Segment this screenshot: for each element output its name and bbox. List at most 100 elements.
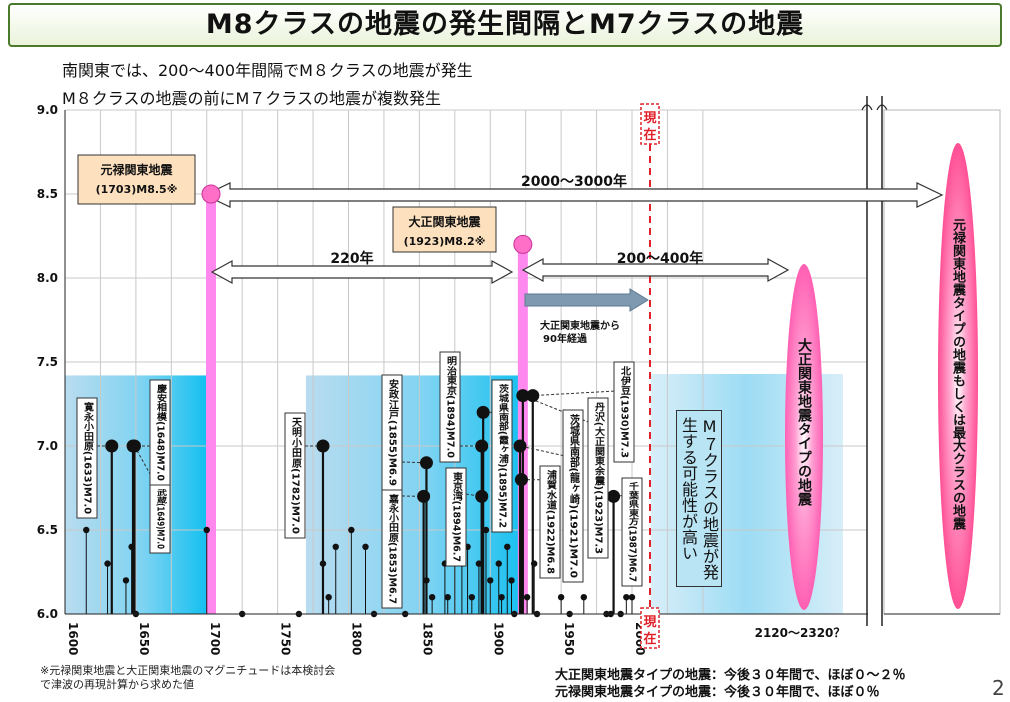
event-label: 東京湾(1894)M6.7 <box>451 471 463 562</box>
m8-callout-box <box>392 206 497 253</box>
x-tick-1900: 1900 <box>491 622 505 655</box>
interval-arrows <box>203 182 944 312</box>
event-point-small <box>348 526 355 534</box>
event-point-small <box>508 577 515 584</box>
event-label: 武蔵(1649)M7.0 <box>155 488 167 549</box>
page-number: 2 <box>992 676 1005 700</box>
event-point-small <box>495 560 502 567</box>
event-label: 北伊豆(1930)M7.3 <box>619 365 632 458</box>
event-point-small <box>332 543 339 550</box>
event-label: 浦賀水道(1922)M6.8 <box>545 469 558 574</box>
event-label-box <box>491 379 513 533</box>
event-label-box <box>562 409 584 583</box>
event-point-major <box>607 489 621 503</box>
event-label-box <box>621 477 643 587</box>
x-tick-1850: 1850 <box>420 622 434 655</box>
x-tick-1600: 1600 <box>66 622 80 655</box>
event-point-major <box>475 489 489 503</box>
event-point-small <box>475 560 483 567</box>
now-box-bottom <box>640 607 660 649</box>
y-tick-8: 8.0 <box>37 271 58 285</box>
event-point-major <box>516 389 530 403</box>
elapsed-label-line: 90年経過 <box>543 332 588 345</box>
taisho-type-text: 大正関東地震タイプの地震 <box>796 338 812 506</box>
event-point-small <box>83 526 90 534</box>
event-label-box <box>149 484 171 554</box>
event-point-small <box>487 577 494 584</box>
event-label-box <box>381 489 403 609</box>
event-point-major <box>526 389 540 403</box>
event-point-small <box>104 560 111 567</box>
event-point-small <box>203 526 210 534</box>
outlook-line-2: 元禄関東地震タイプの地震：今後３０年間で、ほぼ０％ <box>555 685 880 700</box>
event-label: 寛永小田原(1633)M7.0 <box>82 401 95 514</box>
event-label: 茨城県南部(龍ヶ崎)(1921)M7.0 <box>568 413 580 578</box>
event-point-major <box>127 439 141 453</box>
title-bar: M8クラスの地震の発生間隔とM7クラスの地震 <box>8 3 1002 47</box>
m8-callout-box <box>77 154 196 205</box>
event-label-box <box>587 397 609 559</box>
now-box-top <box>640 103 660 145</box>
y-tick-6: 6.0 <box>37 607 58 621</box>
event-point-small <box>128 543 135 550</box>
y-tick-7.5: 7.5 <box>37 355 58 369</box>
m7-possible-text: M７クラスの地震が発生する可能性が高い <box>679 417 719 580</box>
m8-callout-name: 大正関東地震 <box>408 214 481 229</box>
event-point-small <box>444 594 451 601</box>
m8-callout-sub: (1703)M8.5※ <box>96 183 178 196</box>
taisho-type-ellipse <box>785 264 823 610</box>
event-point-small <box>498 594 505 601</box>
event-label-box <box>439 351 461 463</box>
event-point-small <box>628 594 636 601</box>
event-point-major <box>513 439 527 453</box>
event-point-major <box>476 405 490 419</box>
elapsed-label-line: 大正関東地震から <box>540 319 620 332</box>
event-points <box>83 389 636 618</box>
y-tick-7: 7.0 <box>37 439 58 453</box>
axis-break <box>861 96 888 626</box>
event-point-small <box>325 594 332 601</box>
event-label-box <box>284 412 306 539</box>
probability-outlook: 大正関東地震タイプの地震：今後３０年間で、ほぼ０〜２％ 元禄関東地震タイプの地震… <box>555 667 905 701</box>
now-label-bottom-2: 在 <box>643 631 656 647</box>
footnote: ※元禄関東地震と大正関東地震のマグニチュードは本検討会で津波の再現計算から求めた… <box>40 664 336 691</box>
event-label-box <box>539 465 561 579</box>
event-point-small <box>580 594 588 601</box>
m8-point <box>201 184 221 204</box>
event-point-small <box>523 594 531 601</box>
event-point-small <box>122 577 130 584</box>
event-point-small <box>362 543 369 550</box>
now-label-bottom-1: 現 <box>643 615 656 630</box>
event-point-small <box>423 577 430 584</box>
x-tick-1650: 1650 <box>137 622 151 655</box>
event-point-major <box>419 456 433 470</box>
m8-callout-sub: (1923)M8.2※ <box>404 235 486 248</box>
event-label: 丹沢(大正関東余震)(1923)M7.3 <box>593 402 606 554</box>
event-label: 嘉永小田原(1853)M6.7 <box>387 493 400 604</box>
event-label: 慶安相模(1648)M7.0 <box>155 383 167 481</box>
event-point-small <box>482 526 490 534</box>
event-point-major <box>105 439 119 453</box>
event-labels: 寛永小田原(1633)M7.0 慶安相模(1648)M7.0 武蔵(1649)M7.… <box>76 351 643 609</box>
event-point-small <box>557 594 565 601</box>
event-point-small <box>319 560 327 567</box>
genroku-type-ellipse <box>938 143 978 609</box>
event-point-small <box>428 594 436 601</box>
m8-events: 元禄関東地震(1703)M8.5※大正関東地震(1923)M8.2※ <box>77 154 533 254</box>
arrow-2000-3000 <box>203 182 944 208</box>
page-title: M8クラスの地震の発生間隔とM7クラスの地震 <box>205 9 805 40</box>
y-tick-9: 9.0 <box>37 103 58 117</box>
event-label-box <box>76 397 98 519</box>
label-leader <box>465 493 482 497</box>
arrow-200-400 <box>521 257 790 283</box>
m7-period-band-1 <box>305 375 526 614</box>
x-tick-1750: 1750 <box>279 622 293 655</box>
event-point-small <box>623 594 630 601</box>
m7-possible-box: M７クラスの地震が発生する可能性が高い <box>676 410 722 587</box>
interval-label-first: 220年 <box>330 250 373 267</box>
outlook-line-1: 大正関東地震タイプの地震：今後３０年間で、ほぼ０〜２％ <box>555 668 906 683</box>
now-label-top-2: 在 <box>643 127 656 143</box>
